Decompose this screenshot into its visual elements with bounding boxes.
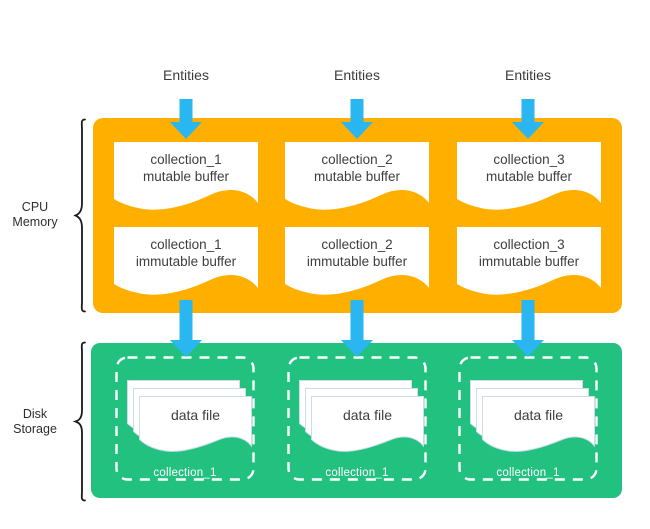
mutable-buffer-doc-3: collection_3 mutable buffer: [457, 142, 601, 212]
collection-label-2: collection_1: [325, 467, 389, 479]
buffer-name: collection_2: [321, 237, 393, 252]
immutable-buffer-doc-2: collection_2 immutable buffer: [285, 227, 429, 297]
down-arrow-icon-top-1: [170, 99, 202, 139]
document-shape: [114, 142, 258, 210]
data-file-doc-2: data file: [311, 396, 424, 454]
buffer-name: collection_3: [493, 152, 565, 167]
disk-storage-label: Disk Storage: [2, 407, 68, 437]
disk-storage-brace-icon: [72, 341, 86, 502]
document-shape: [139, 396, 252, 452]
document-shape: [457, 142, 601, 210]
buffer-name: collection_1: [150, 237, 222, 252]
immutable-buffer-text-2: collection_2 immutable buffer: [285, 227, 429, 270]
document-shape: [311, 396, 424, 452]
collection-container-1: data file collection_1: [115, 356, 255, 481]
buffer-name: collection_2: [321, 152, 393, 167]
collection-label-3: collection_1: [496, 467, 560, 479]
cpu-memory-brace-icon: [73, 118, 86, 313]
immutable-buffer-doc-1: collection_1 immutable buffer: [114, 227, 258, 297]
entities-label-1: Entities: [163, 67, 209, 83]
down-arrow-icon-mid-2: [341, 300, 373, 357]
document-shape: [457, 227, 601, 295]
down-arrow-icon-mid-1: [170, 300, 202, 357]
data-file-doc-1: data file: [139, 396, 252, 454]
dashed-border: [115, 356, 255, 481]
collection-container-2: data file collection_1: [287, 356, 427, 481]
dashed-border: [287, 356, 427, 481]
disk-storage-label-line1: Disk: [22, 407, 48, 421]
immutable-buffer-text-1: collection_1 immutable buffer: [114, 227, 258, 270]
cpu-memory-label-line2: Memory: [12, 215, 58, 229]
mutable-buffer-doc-2: collection_2 mutable buffer: [285, 142, 429, 212]
buffer-type: immutable buffer: [478, 254, 580, 269]
cpu-memory-label-line1: CPU: [21, 200, 49, 214]
mutable-buffer-text-1: collection_1 mutable buffer: [114, 142, 258, 185]
buffer-type: mutable buffer: [485, 169, 573, 184]
buffer-type: immutable buffer: [135, 254, 237, 269]
down-arrow-icon-top-3: [512, 99, 544, 139]
mutable-buffer-text-2: collection_2 mutable buffer: [285, 142, 429, 185]
mutable-buffer-doc-1: collection_1 mutable buffer: [114, 142, 258, 212]
dashed-border: [458, 356, 598, 481]
down-arrow-icon-mid-3: [512, 300, 544, 357]
buffer-type: immutable buffer: [306, 254, 408, 269]
data-file-doc-3: data file: [482, 396, 595, 454]
immutable-buffer-doc-3: collection_3 immutable buffer: [457, 227, 601, 297]
entities-label-3: Entities: [505, 67, 551, 83]
collection-label-1: collection_1: [153, 467, 217, 479]
document-shape: [285, 227, 429, 295]
data-file-label-1: data file: [170, 407, 221, 423]
collection-container-3: data file collection_1: [458, 356, 598, 481]
disk-storage-label-line2: Storage: [13, 422, 57, 436]
data-file-label-3: data file: [513, 407, 564, 423]
buffer-name: collection_1: [150, 152, 222, 167]
document-shape: [114, 227, 258, 295]
data-file-label-2: data file: [342, 407, 393, 423]
buffer-name: collection_3: [493, 237, 565, 252]
immutable-buffer-text-3: collection_3 immutable buffer: [457, 227, 601, 270]
document-shape: [285, 142, 429, 210]
mutable-buffer-text-3: collection_3 mutable buffer: [457, 142, 601, 185]
buffer-type: mutable buffer: [142, 169, 230, 184]
entities-label-2: Entities: [334, 67, 380, 83]
buffer-type: mutable buffer: [313, 169, 401, 184]
down-arrow-icon-top-2: [341, 99, 373, 139]
cpu-memory-label: CPU Memory: [2, 200, 68, 230]
document-shape: [482, 396, 595, 452]
